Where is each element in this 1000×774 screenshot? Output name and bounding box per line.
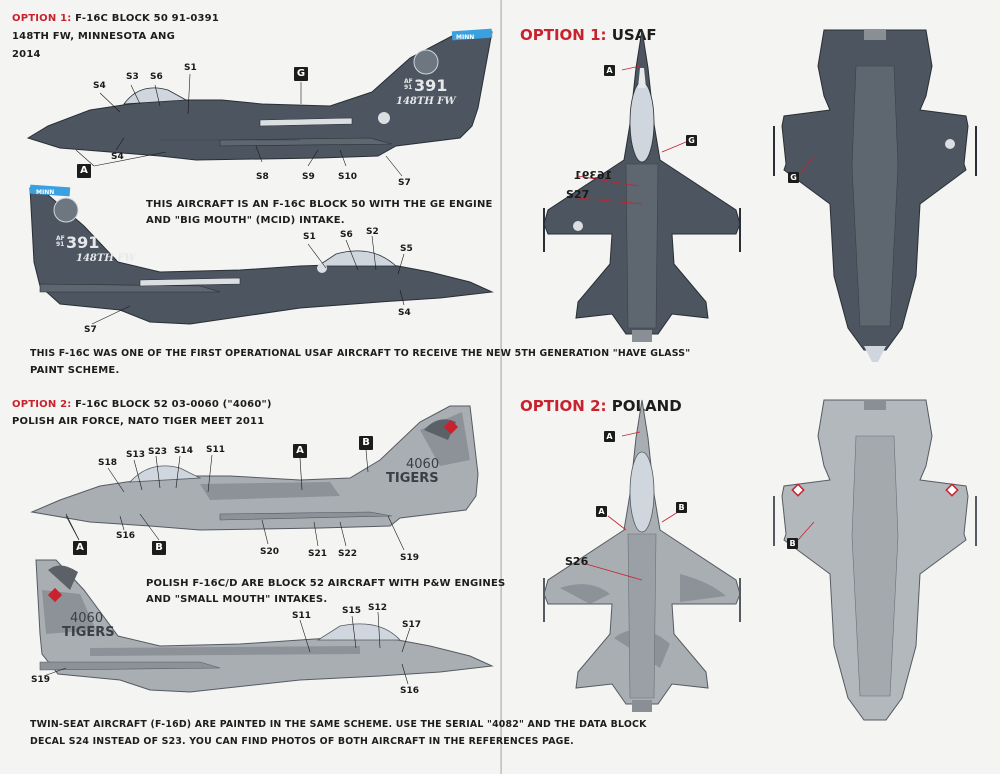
right-callout-b-2: B [787, 538, 798, 549]
tail-serial-4060: 4060 [406, 457, 440, 472]
option2-prefix: OPTION 2: [12, 399, 72, 410]
note-intake: AND "BIG MOUTH" (MCID) INTAKE. [146, 215, 345, 226]
note-engine: THIS AIRCRAFT IS AN F-16C BLOCK 50 WITH … [146, 199, 493, 210]
right-callout-b-1: B [676, 502, 687, 513]
aircraft-profile-poland-right [30, 405, 479, 531]
option1-prefix: OPTION 1: [12, 13, 72, 24]
callout-box-g-1: G [294, 67, 308, 81]
right-callout-s26: S26 [565, 555, 589, 568]
option2-unit: POLISH AIR FORCE, NATO TIGER MEET 2011 [12, 416, 265, 427]
callout-s20: S20 [260, 547, 280, 557]
note-twin-seat: TWIN-SEAT AIRCRAFT (F-16D) ARE PAINTED I… [30, 719, 647, 730]
callout-s12: S12 [368, 603, 388, 613]
right-callout-s27: S27 [566, 188, 590, 201]
fin-band-text-2: MINN [36, 189, 55, 196]
callout-lines-left [43, 73, 411, 685]
aircraft-profile-poland-left [35, 559, 494, 693]
callout-box-a-3: A [73, 541, 87, 555]
callout-s19-a: S19 [400, 553, 420, 563]
callout-s22: S22 [338, 549, 358, 559]
tail-serial-391: 391 [414, 76, 448, 95]
right-callout-g-2: G [788, 172, 799, 183]
right-option1-prefix: OPTION 1: [520, 26, 607, 44]
usaf-bottom-view [773, 29, 977, 362]
poland-top-view [543, 399, 741, 712]
note-paint-scheme: PAINT SCHEME. [30, 365, 120, 376]
note-have-glass: THIS F-16C WAS ONE OF THE FIRST OPERATIO… [30, 348, 691, 359]
right-option2-title: OPTION 2: POLAND [520, 397, 682, 415]
tail-148th-fw: 148TH FW [396, 96, 456, 107]
note-small-mouth: AND "SMALL MOUTH" INTAKES. [146, 594, 328, 605]
right-callout-a-1: A [604, 65, 615, 76]
option2-title: F-16C BLOCK 52 03-0060 ("4060") [71, 399, 272, 410]
callout-s3: S3 [126, 72, 139, 82]
callout-s13: S13 [126, 450, 146, 460]
right-callout-a-2: A [604, 431, 615, 442]
callout-s11: S11 [206, 445, 226, 455]
aircraft-profile-usaf-left [29, 184, 494, 325]
callout-s9: S9 [302, 172, 315, 182]
callout-lines-right [577, 65, 815, 581]
callout-box-a-2: A [293, 444, 307, 458]
callout-s16: S16 [116, 531, 136, 541]
callout-s19-b: S19 [31, 675, 51, 685]
aircraft-profile-usaf-right [26, 28, 493, 161]
option1-unit: 148TH FW, MINNESOTA ANG [12, 31, 175, 42]
callout-s10: S10 [338, 172, 358, 182]
callout-s8: S8 [256, 172, 269, 182]
right-option1-title: OPTION 1: USAF [520, 26, 657, 44]
callout-s4-c: S4 [398, 308, 411, 318]
callout-s15: S15 [342, 606, 362, 616]
tail-tigers: TIGERS [386, 471, 439, 486]
callout-box-b-2: B [152, 541, 166, 555]
note-block52: POLISH F-16C/D ARE BLOCK 52 AIRCRAFT WIT… [146, 578, 506, 589]
poland-bottom-view [773, 399, 977, 721]
callout-box-b-1: B [359, 436, 373, 450]
option1-year: 2014 [12, 49, 41, 60]
right-callout-g-1: G [686, 135, 697, 146]
option1-header: OPTION 1: F-16C BLOCK 50 91-0391 [12, 12, 219, 25]
callout-s16-b: S16 [400, 686, 420, 696]
right-option2-name: POLAND [606, 397, 682, 415]
callout-s4-b: S4 [111, 152, 124, 162]
callout-s18: S18 [98, 458, 118, 468]
usaf-top-view [543, 29, 741, 342]
right-option1-name: USAF [606, 26, 657, 44]
callout-s23: S23 [148, 447, 168, 457]
tail-tigers-2: TIGERS [62, 625, 115, 640]
callout-s17: S17 [402, 620, 422, 630]
tail-serial-391-2: 391 [66, 233, 100, 252]
callout-s1: S1 [184, 63, 197, 73]
callout-s1-b: S1 [303, 232, 316, 242]
callout-s11-b: S11 [292, 611, 312, 621]
callout-s2: S2 [366, 227, 379, 237]
callout-s6-b: S6 [340, 230, 353, 240]
callout-box-a-1: A [77, 164, 91, 178]
right-option2-prefix: OPTION 2: [520, 397, 607, 415]
tail-code-small-2: AF 91 [56, 235, 65, 248]
tail-serial-4060-2: 4060 [70, 611, 104, 626]
page-spine [500, 0, 502, 774]
callout-s5: S5 [400, 244, 413, 254]
note-decal-s24: DECAL S24 INSTEAD OF S23. YOU CAN FIND P… [30, 736, 574, 747]
tail-148th-fw-2: 148TH FW [76, 253, 136, 264]
right-callout-a-3: A [596, 506, 607, 517]
option1-title: F-16C BLOCK 50 91-0391 [71, 13, 219, 24]
fin-band-text: MINN [456, 34, 475, 41]
callout-s21: S21 [308, 549, 328, 559]
callout-s14: S14 [174, 446, 194, 456]
callout-s7-b: S7 [84, 325, 97, 335]
tail-code-small: AF 91 [404, 78, 413, 91]
callout-s7-a: S7 [398, 178, 411, 188]
callout-s6: S6 [150, 72, 163, 82]
option2-header: OPTION 2: F-16C BLOCK 52 03-0060 ("4060"… [12, 398, 272, 411]
callout-s4-a: S4 [93, 81, 106, 91]
